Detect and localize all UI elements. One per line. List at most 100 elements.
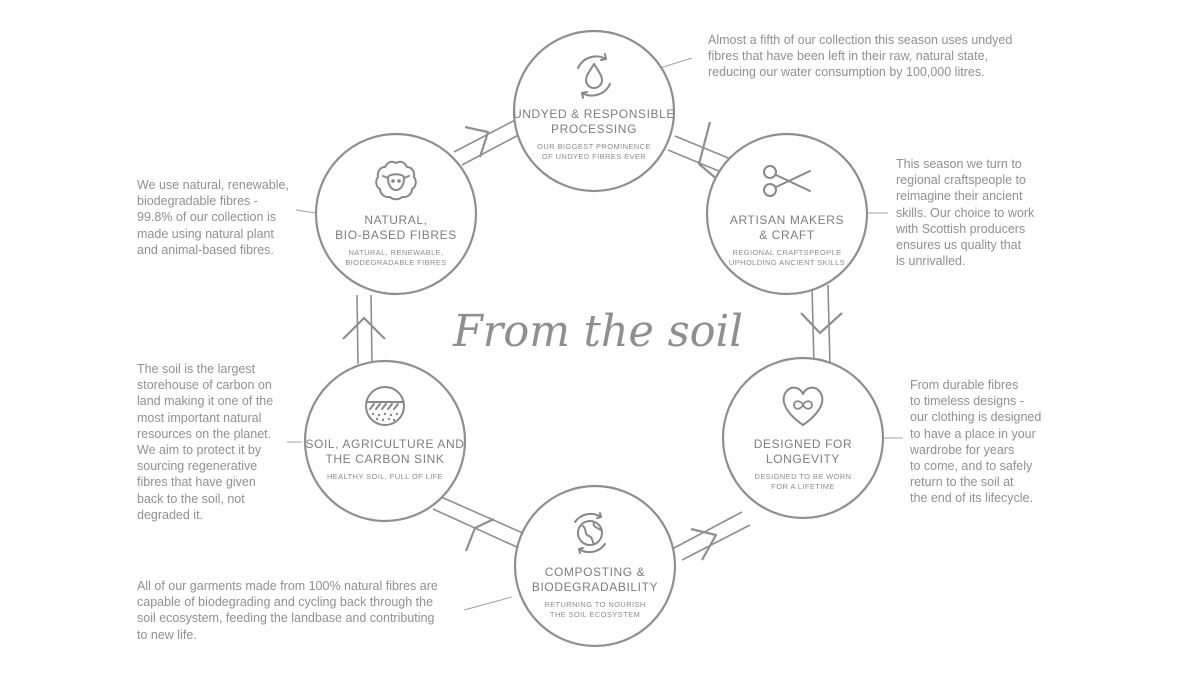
description-line: From durable fibres [910, 378, 1019, 392]
node-subtitle-line: BIODEGRADABLE FIBRES [345, 258, 446, 267]
description-line: This season we turn to [896, 157, 1022, 171]
center-title: From the soil [452, 306, 743, 357]
description-line: Almost a fifth of our collection this se… [708, 33, 1013, 47]
node-subtitle-line: NATURAL, RENEWABLE, [348, 248, 443, 257]
arrowhead-artisan-longevity [800, 312, 843, 335]
node-longevity: DESIGNED FOR LONGEVITY DESIGNED TO BE WO… [754, 437, 853, 491]
node-subtitle-line: UPHOLDING ANCIENT SKILLS [729, 258, 845, 267]
description-line: made using natural plant [137, 226, 274, 241]
description-undyed: Almost a fifth of our collection this se… [708, 32, 1012, 81]
description-line: We aim to protect it by [137, 443, 262, 458]
node-artisan: ARTISAN MAKERS & CRAFT REGIONAL CRAFTSPE… [729, 213, 845, 267]
node-subtitle-line: OUR BIGGEST PROMINENCE [537, 142, 651, 151]
description-line: is unrivalled. [896, 254, 966, 269]
node-subtitle-line: HEALTHY SOIL, FULL OF LIFE [327, 472, 443, 481]
description-line: 99.8% of our collection is [137, 210, 276, 225]
pointer-undyed [659, 57, 693, 69]
description-line: back to the soil, not [137, 491, 245, 506]
description-line: to come, and to safely [910, 459, 1033, 474]
description-line: wardrobe for years [910, 442, 1015, 457]
description-line: our clothing is designed [910, 410, 1042, 425]
description-line: We use natural, renewable, [137, 178, 289, 192]
circle-artisan [705, 132, 869, 296]
node-title-line: PROCESSING [551, 122, 637, 136]
node-title-line: THE CARBON SINK [325, 452, 444, 466]
description-longevity: From durable fibres to timeless designs … [910, 377, 1041, 507]
description-line: to timeless designs - [910, 394, 1024, 409]
circle-undyed [512, 29, 676, 193]
description-line: return to the soil at [910, 475, 1014, 490]
node-title-line: UNDYED & RESPONSIBLE [513, 107, 675, 121]
description-line: fibres that have been left in their raw,… [708, 49, 989, 64]
node-natural: NATURAL, BIO-BASED FIBRES NATURAL, RENEW… [335, 213, 457, 267]
pointer-lines [287, 57, 903, 611]
description-artisan: This season we turn to regional craftspe… [896, 156, 1034, 269]
node-title-line: SOIL, AGRICULTURE AND [305, 437, 464, 451]
circle-natural [314, 132, 478, 296]
connector-longevity-composting [673, 511, 751, 561]
description-line: land making it one of the [137, 394, 274, 409]
soil-layers-icon [365, 386, 405, 426]
description-line: degraded it. [137, 507, 204, 522]
circle-soil [303, 359, 467, 523]
description-line: biodegradable fibres - [137, 194, 258, 209]
node-title-line: COMPOSTING & [545, 565, 646, 579]
description-line: sourcing regenerative [137, 459, 258, 474]
description-line: reimagine their ancient [896, 189, 1023, 204]
circle-composting [513, 484, 677, 648]
description-line: to new life. [137, 627, 197, 642]
circle-longevity [721, 356, 885, 520]
description-natural: We use natural, renewable, biodegradable… [137, 177, 289, 258]
description-line: to have a place in your [910, 426, 1036, 441]
node-title-line: & CRAFT [759, 228, 815, 242]
node-title-line: ARTISAN MAKERS [730, 213, 844, 227]
arrowhead-longevity-composting [690, 527, 718, 561]
node-subtitle-line: RETURNING TO NOURISH [544, 600, 645, 609]
heart-infinity-icon [782, 386, 824, 426]
description-line: reducing our water consumption by 100,00… [708, 65, 985, 80]
description-line: skills. Our choice to work [896, 205, 1035, 220]
description-line: with Scottish producers [896, 221, 1026, 236]
node-title-line: LONGEVITY [766, 452, 840, 466]
connector-composting-soil [432, 495, 526, 549]
connectors [356, 117, 831, 561]
connector-soil-natural [356, 294, 373, 365]
description-soil: The soil is the largest storehouse of ca… [137, 361, 273, 523]
node-undyed: UNDYED & RESPONSIBLE PROCESSING OUR BIGG… [513, 107, 675, 161]
description-line: resources on the planet. [137, 426, 272, 441]
description-line: and animal-based fibres. [137, 242, 274, 257]
arrowhead-composting-soil [464, 518, 495, 552]
description-line: capable of biodegrading and cycling back… [137, 595, 434, 610]
description-composting: All of our garments made from 100% natur… [137, 578, 438, 643]
description-line: storehouse of carbon on [137, 378, 272, 393]
globe-cycle-icon [574, 512, 606, 554]
node-title-line: DESIGNED FOR [754, 437, 853, 451]
node-title-line: NATURAL, [364, 213, 427, 227]
node-subtitle-line: REGIONAL CRAFTSPEOPLE [733, 248, 842, 257]
sheep-icon [375, 160, 417, 201]
node-soil: SOIL, AGRICULTURE AND THE CARBON SINK HE… [305, 437, 464, 481]
pointer-composting [463, 596, 513, 611]
node-composting: COMPOSTING & BIODEGRADABILITY RETURNING … [532, 565, 658, 619]
node-subtitle-line: FOR A LIFETIME [771, 482, 835, 491]
description-line: ensures us quality that [896, 238, 1022, 253]
description-line: All of our garments made from 100% natur… [137, 579, 438, 593]
arrowhead-soil-natural [342, 316, 386, 340]
node-subtitle-line: THE SOIL ECOSYSTEM [550, 610, 640, 619]
description-line: most important natural [137, 410, 262, 425]
description-line: soil ecosystem, feeding the landbase and… [137, 611, 435, 626]
description-line: fibres that have given [137, 475, 256, 490]
water-drop-cycle-icon [577, 53, 611, 99]
arrowhead-natural-undyed [464, 125, 490, 158]
node-title-line: BIO-BASED FIBRES [335, 228, 457, 242]
description-line: The soil is the largest [137, 362, 256, 376]
circles [303, 29, 885, 648]
pointer-natural [295, 209, 317, 214]
node-subtitle-line: OF UNDYED FIBRES EVER [542, 152, 646, 161]
description-line: regional craftspeople to [896, 173, 1026, 188]
node-subtitle-line: DESIGNED TO BE WORN [755, 472, 852, 481]
node-title-line: BIODEGRADABILITY [532, 580, 658, 594]
scissors-icon [763, 165, 811, 197]
description-line: the end of its lifecycle. [910, 491, 1033, 506]
